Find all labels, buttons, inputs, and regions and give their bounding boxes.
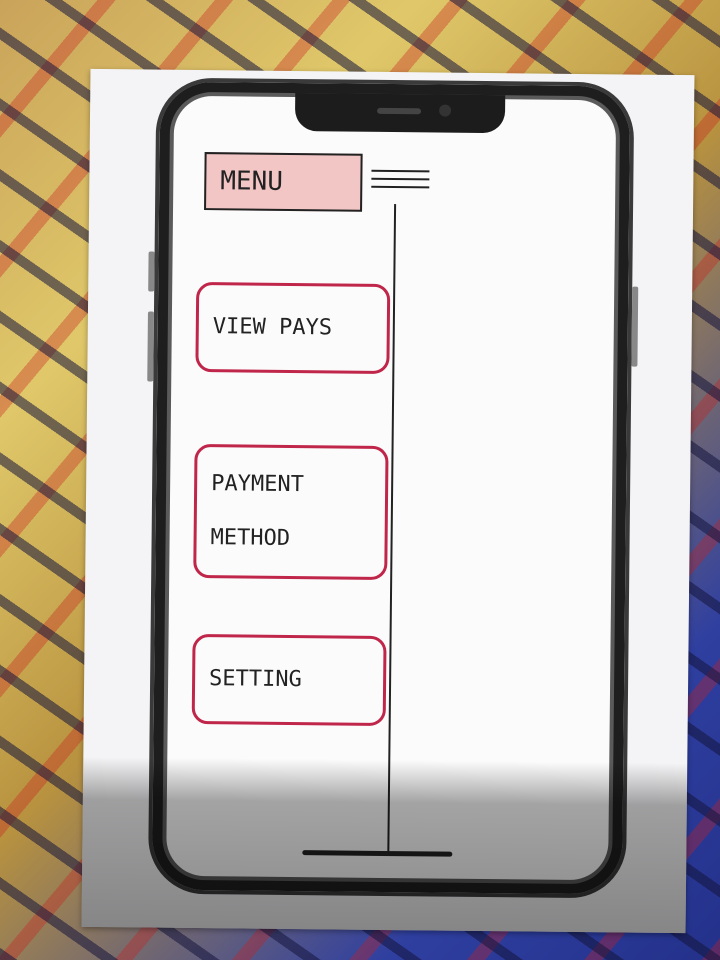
menu-title: MENU: [204, 152, 363, 212]
paper-sketch: MENU VIEW PAYS PAYMENT METHOD SETTING: [81, 68, 695, 934]
phone-power-button: [631, 286, 639, 367]
phone-notch: [294, 93, 506, 134]
hand-shadow: [81, 756, 688, 934]
view-pays-button[interactable]: VIEW PAYS: [195, 281, 391, 375]
speaker-grille: [377, 107, 422, 115]
setting-label: SETTING: [208, 666, 302, 693]
payment-method-label-line1: PAYMENT: [211, 471, 305, 498]
payment-method-button[interactable]: PAYMENT METHOD: [193, 443, 389, 580]
setting-button[interactable]: SETTING: [191, 633, 387, 726]
phone-side-button: [148, 251, 155, 292]
view-pays-label: VIEW PAYS: [212, 314, 333, 341]
hamburger-icon[interactable]: [371, 164, 430, 197]
payment-method-label-line2: METHOD: [210, 525, 291, 551]
phone-volume-button: [147, 311, 154, 382]
menu-title-label: MENU: [220, 166, 284, 197]
camera-icon: [439, 104, 452, 117]
